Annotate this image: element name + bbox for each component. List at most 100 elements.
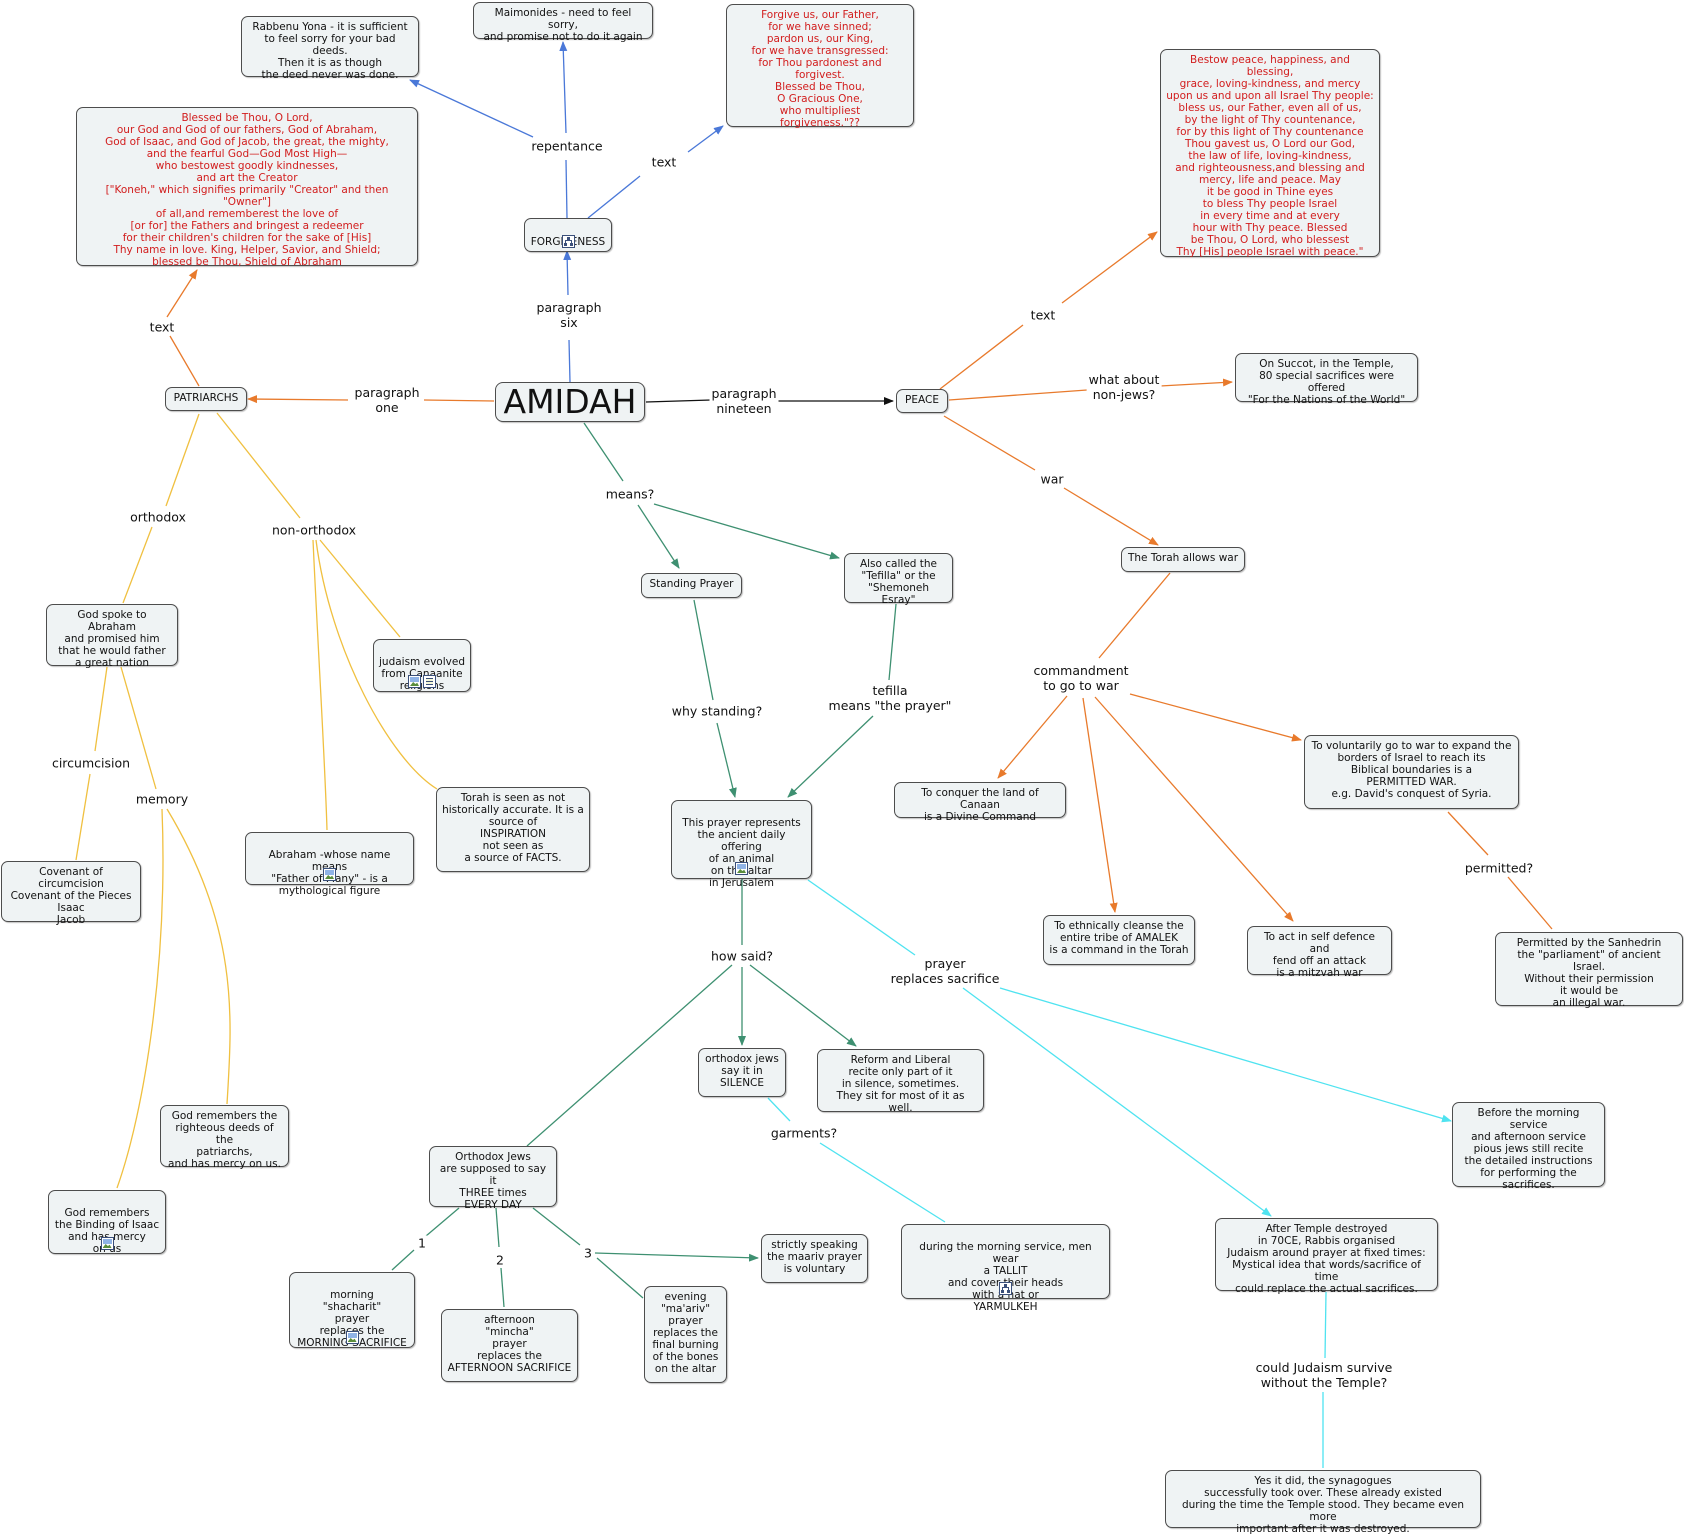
self-defence-node[interactable]: To act in self defence and fend off an a… bbox=[1247, 926, 1392, 979]
link-non-orthodox-abraham bbox=[312, 539, 328, 831]
prayer-represents-node[interactable]: This prayer represents the ancient daily… bbox=[671, 800, 812, 889]
image-icon[interactable] bbox=[345, 1331, 359, 1344]
before-morning-service-node[interactable]: Before the morning service and afternoon… bbox=[1452, 1102, 1605, 1191]
label-paragraph-six: paragraph six bbox=[534, 300, 604, 330]
reform-liberal-node[interactable]: Reform and Liberal recite only part of i… bbox=[817, 1049, 984, 1114]
link-how-said-reform bbox=[749, 964, 857, 1047]
link-commandment-amalek bbox=[1082, 697, 1118, 913]
link-god-spoke-circumcision bbox=[94, 666, 108, 752]
blessed-be-quote-node[interactable]: Blessed be Thou, O Lord, our God and God… bbox=[76, 107, 418, 268]
link-circumcision-covenant bbox=[75, 773, 91, 861]
link-forgiveness-text bbox=[587, 175, 641, 219]
link-text-bestow bbox=[1061, 231, 1158, 304]
link-amidah-means bbox=[583, 422, 624, 482]
label-what-about-nonjews: what about non-jews? bbox=[1086, 372, 1162, 402]
link-means-tefilla bbox=[653, 503, 840, 560]
conquer-canaan-node[interactable]: To conquer the land of Canaan is a Divin… bbox=[894, 782, 1066, 823]
link-patriarchs-orthodox bbox=[165, 413, 200, 507]
link-orthodox-god-spoke bbox=[122, 526, 153, 604]
link-how-said-three-times bbox=[526, 964, 733, 1147]
amidah-node[interactable]: AMIDAH bbox=[495, 382, 645, 422]
link-paragraph-six-forgiveness bbox=[563, 250, 572, 296]
tallit-node[interactable]: during the morning service, men wear a T… bbox=[901, 1224, 1110, 1313]
tefilla-called-node[interactable]: Also called the "Tefilla" or the "Shemon… bbox=[844, 553, 953, 606]
maariv-voluntary-node[interactable]: strictly speaking the maariv prayer is v… bbox=[761, 1234, 868, 1283]
tallit-label: during the morning service, men wear a T… bbox=[919, 1241, 1092, 1313]
voluntary-war-node[interactable]: To voluntarily go to war to expand the b… bbox=[1304, 735, 1519, 809]
label-one: 1 bbox=[416, 1235, 428, 1251]
label-paragraph-nineteen: paragraph nineteen bbox=[709, 386, 779, 416]
link-paragraph-one-patriarchs bbox=[247, 395, 349, 404]
covenant-node[interactable]: Covenant of circumcision Covenant of the… bbox=[1, 861, 141, 926]
link-two-mincha bbox=[500, 1267, 505, 1308]
link-peace-nonjews bbox=[948, 389, 1088, 401]
god-spoke-node[interactable]: God spoke to Abraham and promised him th… bbox=[46, 604, 178, 669]
label-why-standing: why standing? bbox=[669, 703, 765, 719]
label-text-patriarchs: text bbox=[147, 319, 177, 335]
orthodox-silence-node[interactable]: orthodox jews say it in SILENCE bbox=[698, 1048, 786, 1097]
concept-map-icon[interactable] bbox=[999, 1282, 1012, 1295]
link-replaces-morning-service bbox=[999, 987, 1452, 1123]
forgive-us-quote-node[interactable]: Forgive us, our Father, for we have sinn… bbox=[726, 4, 914, 129]
three-times-node[interactable]: Orthodox Jews are supposed to say it THR… bbox=[429, 1146, 557, 1211]
abraham-name-label: Abraham -whose name means "Father of Man… bbox=[268, 849, 391, 897]
maimonides-node[interactable]: Maimonides - need to feel sorry, and pro… bbox=[473, 2, 653, 43]
link-three-times-one bbox=[425, 1207, 460, 1237]
label-two: 2 bbox=[494, 1252, 506, 1268]
after-temple-node[interactable]: After Temple destroyed in 70CE, Rabbis o… bbox=[1215, 1218, 1438, 1295]
bestow-peace-quote-node[interactable]: Bestow peace, happiness, and blessing, g… bbox=[1160, 49, 1380, 258]
label-could-judaism: could Judaism survive without the Temple… bbox=[1253, 1360, 1395, 1390]
link-garments-tallit bbox=[819, 1142, 946, 1223]
image-icon[interactable] bbox=[735, 862, 748, 875]
link-voluntary-permitted bbox=[1447, 811, 1489, 856]
link-repentance-maimonides bbox=[559, 41, 568, 134]
patriarchs-node[interactable]: PATRIARCHS bbox=[165, 387, 247, 411]
link-tefilla-called-means bbox=[888, 603, 897, 681]
judaism-evolved-node[interactable]: judaism evolved from Canaanite religions bbox=[373, 639, 471, 692]
label-how-said: how said? bbox=[709, 948, 775, 964]
sanhedrin-node[interactable]: Permitted by the Sanhedrin the "parliame… bbox=[1495, 932, 1683, 1009]
label-commandment-war: commandment to go to war bbox=[1031, 663, 1131, 693]
maariv-node[interactable]: evening "ma'ariv" prayer replaces the fi… bbox=[644, 1286, 727, 1383]
link-three-maariv bbox=[596, 1257, 644, 1299]
god-remembers-deeds-node[interactable]: God remembers the righteous deeds of the… bbox=[160, 1105, 289, 1170]
rabbenu-yona-node[interactable]: Rabbenu Yona - it is sufficient to feel … bbox=[241, 16, 419, 81]
label-text-peace: text bbox=[1028, 307, 1058, 323]
label-repentance: repentance bbox=[529, 138, 605, 154]
standing-prayer-node[interactable]: Standing Prayer bbox=[641, 573, 742, 598]
link-war-torah-allows bbox=[1063, 487, 1159, 546]
mincha-node[interactable]: afternoon "mincha" prayer replaces the A… bbox=[441, 1309, 578, 1382]
synagogues-node[interactable]: Yes it did, the synagogues successfully … bbox=[1165, 1470, 1481, 1535]
link-non-orthodox-torah-seen bbox=[315, 539, 438, 790]
binding-isaac-label: God remembers the Binding of Isaac and h… bbox=[54, 1207, 160, 1255]
link-replaces-after-temple bbox=[962, 987, 1272, 1217]
abraham-name-node[interactable]: Abraham -whose name means "Father of Man… bbox=[245, 832, 414, 897]
label-tefilla-means: tefilla means "the prayer" bbox=[826, 683, 954, 713]
link-tefilla-means-prayer bbox=[787, 715, 874, 798]
image-icon[interactable] bbox=[100, 1237, 114, 1250]
succot-node[interactable]: On Succot, in the Temple, 80 special sac… bbox=[1235, 353, 1418, 406]
link-memory-deeds bbox=[166, 808, 231, 1105]
forgiveness-node[interactable]: FORGIVENESS bbox=[524, 218, 612, 252]
link-prayer-replaces bbox=[807, 879, 916, 956]
link-three-times-two bbox=[495, 1207, 500, 1248]
torah-seen-node[interactable]: Torah is seen as not historically accura… bbox=[436, 787, 590, 872]
image-icon[interactable] bbox=[408, 675, 421, 688]
link-repentance-rabbenu bbox=[409, 79, 534, 138]
concept-map-icon[interactable] bbox=[561, 235, 575, 248]
binding-isaac-node[interactable]: God remembers the Binding of Isaac and h… bbox=[48, 1190, 166, 1255]
link-permitted-sanhedrin bbox=[1507, 876, 1553, 930]
link-commandment-canaan bbox=[997, 695, 1068, 779]
amalek-node[interactable]: To ethnically cleanse the entire tribe o… bbox=[1043, 915, 1195, 965]
peace-node[interactable]: PEACE bbox=[896, 389, 948, 413]
label-paragraph-one: paragraph one bbox=[352, 385, 422, 415]
document-icon[interactable] bbox=[423, 675, 436, 688]
label-non-orthodox: non-orthodox bbox=[269, 522, 359, 538]
shacharit-node[interactable]: morning "shacharit" prayer replaces the … bbox=[289, 1272, 415, 1349]
link-commandment-self-defence bbox=[1094, 696, 1294, 922]
image-icon[interactable] bbox=[323, 868, 336, 881]
link-peace-text bbox=[939, 324, 1024, 390]
torah-allows-war-node[interactable]: The Torah allows war bbox=[1121, 547, 1245, 572]
link-text-blessed-be bbox=[166, 269, 198, 318]
